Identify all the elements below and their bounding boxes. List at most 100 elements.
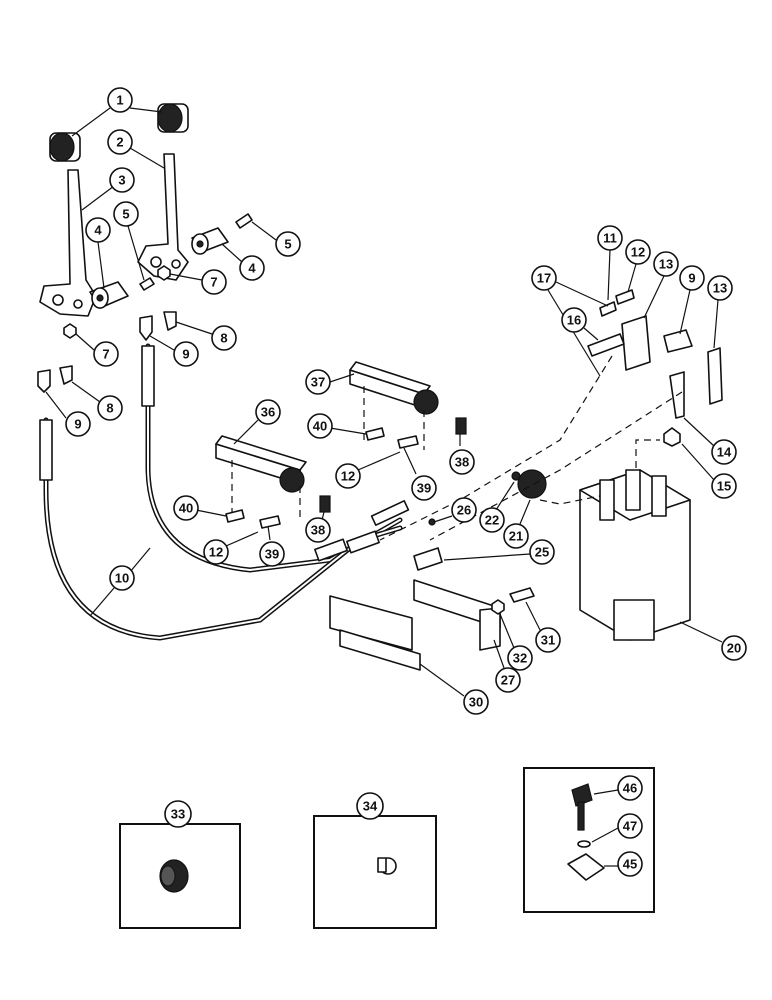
svg-text:25: 25 [535,545,549,560]
svg-text:4: 4 [248,261,256,276]
callout-20: 20 [679,621,747,661]
svg-text:46: 46 [623,781,637,796]
callout-7: 7 [169,269,227,295]
svg-text:8: 8 [106,401,113,416]
callout-3: 3 [81,167,135,211]
callout-38: 38 [305,511,331,543]
callout-26: 26 [433,497,477,523]
svg-text:32: 32 [513,651,527,666]
detent-cam-assemblies [215,361,467,529]
svg-text:16: 16 [567,313,581,328]
svg-text:7: 7 [102,347,109,362]
svg-text:12: 12 [209,545,223,560]
svg-text:31: 31 [541,633,555,648]
svg-text:39: 39 [417,481,431,496]
svg-text:22: 22 [485,513,499,528]
callout-36: 36 [233,399,281,445]
inset-panel-45-47: 46 47 45 [523,767,655,913]
svg-text:30: 30 [469,695,483,710]
callout-labels: 1 2 3 4 4 5 5 7 [45,87,747,715]
svg-text:26: 26 [457,503,471,518]
svg-text:34: 34 [363,799,378,814]
svg-text:8: 8 [220,331,227,346]
callout-5: 5 [113,201,145,281]
clevis-icon [37,369,51,393]
callout-5b: 5 [251,221,301,257]
callout-14: 14 [683,417,737,465]
svg-text:7: 7 [210,275,217,290]
svg-text:2: 2 [116,135,123,150]
callout-4: 4 [85,217,111,289]
svg-text:45: 45 [623,857,637,872]
svg-text:36: 36 [261,405,275,420]
clevis-icon [139,315,153,341]
ball-joint-icon [59,365,73,385]
svg-text:3: 3 [118,173,125,188]
callout-17: 17 [531,265,609,377]
control-cables [39,343,410,641]
callout-9c: 9 [679,265,705,335]
nut-icon [157,265,171,281]
callout-2: 2 [107,129,165,169]
svg-text:10: 10 [115,571,129,586]
callout-11: 11 [597,225,623,301]
callout-8b: 8 [71,381,123,421]
svg-text:39: 39 [265,547,279,562]
callout-13b: 13 [707,275,733,349]
callout-22: 22 [479,481,515,533]
callout-12c: 12 [335,451,401,489]
svg-text:33: 33 [171,807,185,822]
callout-27: 27 [493,639,521,693]
callout-40: 40 [173,495,227,521]
callout-9: 9 [149,335,199,367]
svg-text:17: 17 [537,271,551,286]
svg-text:5: 5 [284,237,291,252]
svg-text:15: 15 [717,479,731,494]
control-valve-assembly [511,439,691,641]
callout-12b: 12 [203,531,259,565]
linkage-brackets [379,289,723,541]
svg-text:21: 21 [509,529,523,544]
control-lever-right [137,153,189,281]
svg-text:40: 40 [313,419,327,434]
svg-text:11: 11 [603,231,617,246]
svg-text:12: 12 [341,469,355,484]
svg-text:40: 40 [179,501,193,516]
ball-joint-icon [163,311,177,331]
screw-icon [139,277,155,291]
lever-knob-left [49,132,81,162]
callout-10: 10 [89,547,151,617]
svg-text:9: 9 [182,347,189,362]
mounting-brackets [329,518,535,671]
svg-text:13: 13 [713,281,727,296]
pivot-bracket-left [89,281,129,309]
inset-panel-33: 33 [119,800,241,929]
lever-knob-right [157,103,189,133]
callout-37: 37 [305,369,355,395]
svg-text:5: 5 [122,207,129,222]
svg-text:20: 20 [727,641,741,656]
callout-40b: 40 [307,413,367,439]
callout-31: 31 [525,601,561,653]
callout-21: 21 [503,499,531,549]
screw-icon [235,213,253,229]
callout-9b: 9 [45,391,91,437]
callout-13: 13 [643,251,679,319]
pivot-bracket-right [191,227,229,255]
callout-15: 15 [681,443,737,499]
svg-text:27: 27 [501,673,515,688]
svg-text:37: 37 [311,375,325,390]
svg-text:9: 9 [688,271,695,286]
callout-4b: 4 [221,243,265,281]
svg-text:4: 4 [94,223,102,238]
svg-text:14: 14 [717,445,732,460]
callout-25: 25 [443,539,555,565]
svg-text:13: 13 [659,257,673,272]
nut-icon [63,323,77,339]
callout-7b: 7 [75,333,119,367]
svg-text:38: 38 [455,455,469,470]
lever-assembly [37,103,253,393]
control-lever-left [39,169,97,317]
callout-32: 32 [499,613,533,671]
